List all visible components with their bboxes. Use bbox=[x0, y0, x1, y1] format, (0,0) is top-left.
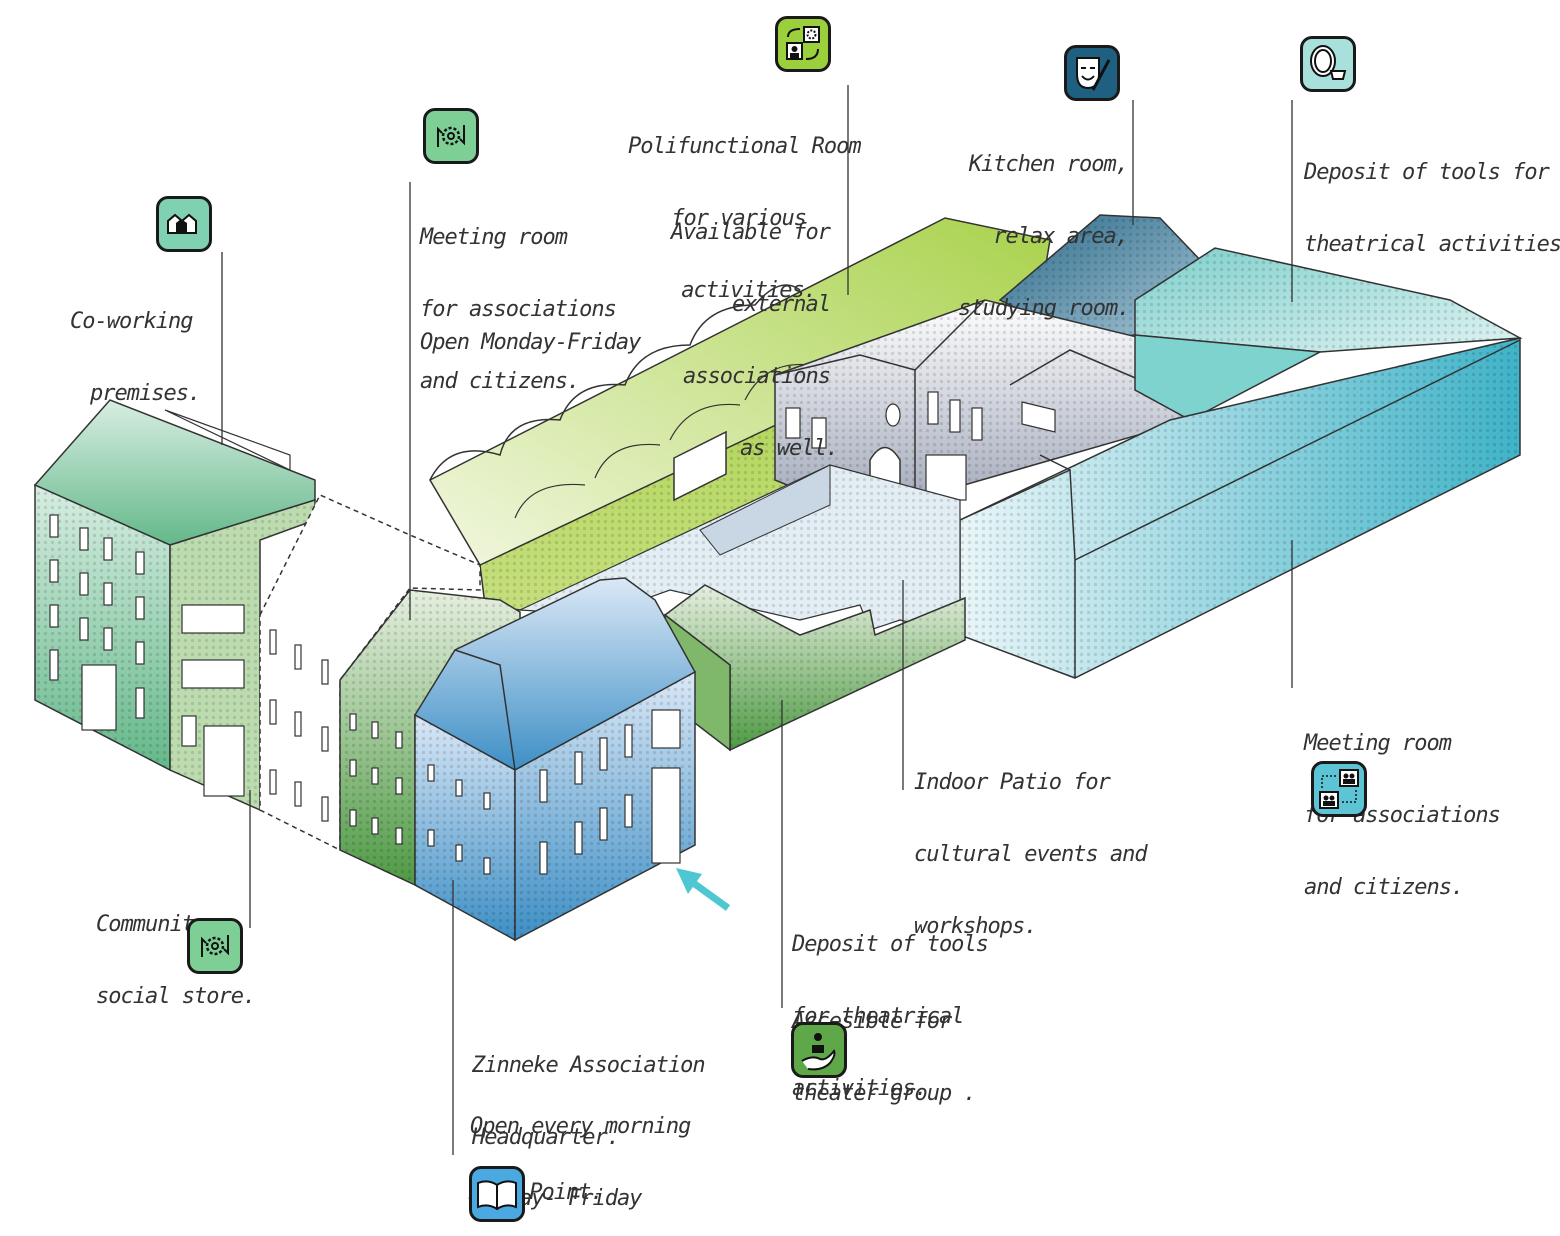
gear-cycle-icon bbox=[187, 918, 243, 974]
label-meeting-right: Meeting room for associations and citize… bbox=[1304, 731, 1501, 900]
person-gear-exchange-icon bbox=[775, 16, 831, 72]
label-deposit-right: Deposit of tools for theatrical activiti… bbox=[1304, 160, 1560, 257]
group-meeting-icon bbox=[1311, 761, 1367, 817]
label-deposit-center-extra: Accesible for theater group . bbox=[792, 1009, 977, 1106]
community-store-building bbox=[259, 494, 481, 852]
label-polifunctional-extra: Available for external associations as w… bbox=[670, 220, 839, 461]
label-coworking: Co-working premises. bbox=[70, 309, 201, 406]
open-book-icon bbox=[469, 1166, 525, 1222]
houses-icon bbox=[156, 196, 212, 252]
hand-person-icon bbox=[791, 1022, 847, 1078]
entrance-arrow bbox=[676, 868, 731, 911]
label-deposit-center: Deposit of tools for theatrical activiti… bbox=[792, 932, 989, 1101]
theater-mask-brush-icon bbox=[1064, 45, 1120, 101]
label-zinneke-hours: Open every morning Monday- Friday bbox=[470, 1114, 691, 1211]
gear-cycle-icon bbox=[423, 108, 479, 164]
leader-lines bbox=[221, 85, 1293, 1155]
windows bbox=[49, 514, 633, 875]
mirror-cup-icon bbox=[1300, 36, 1356, 92]
label-meeting-left: Meeting room for associations and citize… bbox=[420, 225, 617, 394]
label-meeting-left-hours: Open Monday-Friday bbox=[420, 330, 641, 355]
label-polifunctional: Polifunctional Room for various activiti… bbox=[628, 134, 862, 303]
label-zinneke: Zinneke Association Headquarter. bbox=[472, 1053, 706, 1150]
label-kitchen: Kitchen room, relax area, studying room. bbox=[958, 152, 1130, 321]
label-patio: Indoor Patio for cultural events and wor… bbox=[914, 770, 1148, 939]
zinneke-headquarter bbox=[413, 577, 697, 942]
central-building bbox=[774, 299, 1191, 516]
deposit-building-right bbox=[959, 247, 1523, 679]
